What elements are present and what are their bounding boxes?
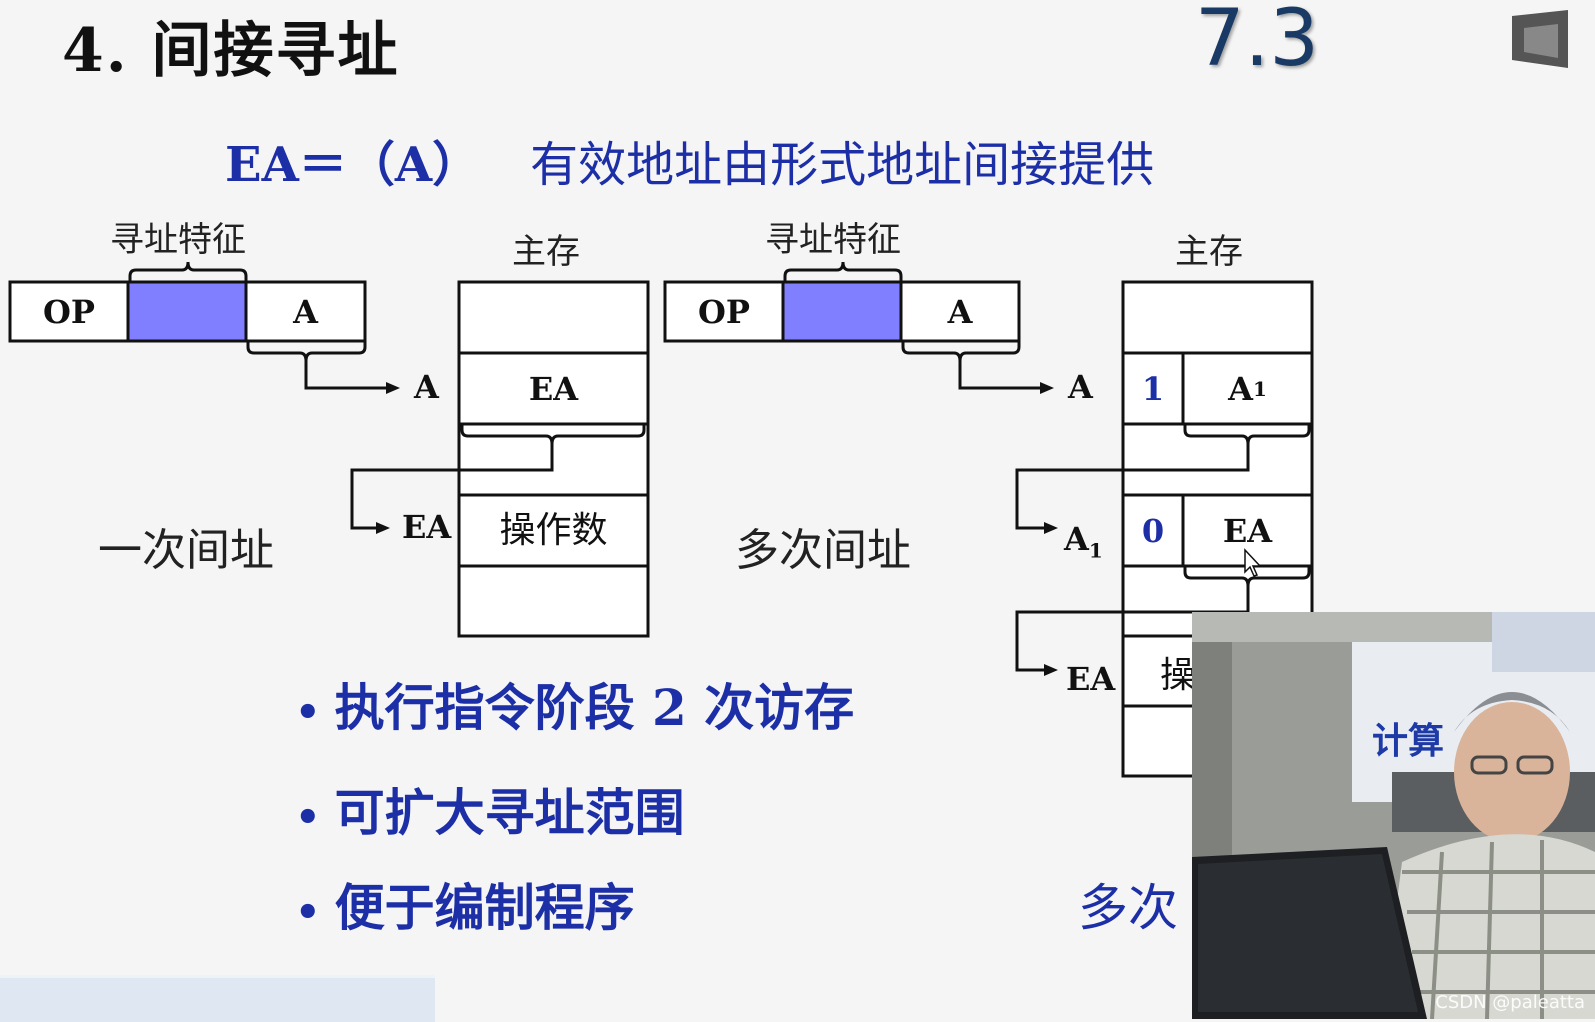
slide-nav-icon[interactable] [1510,8,1570,70]
left-op-text: OP [43,292,95,331]
page-title: 4. 间接寻址 [62,16,400,86]
bottom-strip [0,975,435,1022]
right-pointer-a1-sub: 1 [1088,538,1103,563]
left-feature-label: 寻址特征 [110,220,246,260]
right-feature-field [781,280,903,343]
left-arrow-a [304,360,392,390]
left-pointer-a: A [414,368,439,406]
lecturer-video[interactable]: 计算 CSDN @paleatta [1192,612,1595,1019]
right-arrow-a [958,360,1046,390]
bullet-text: 执行指令阶段 2 次访存 [334,678,855,737]
right-arrow-a1 [1015,444,1250,530]
right-pointer-a1-base: A [1064,520,1089,558]
left-arrow-ea [350,444,554,530]
formula-line: EA＝（A） 有效地址由形式地址间接提供 [225,125,1154,195]
formula-expression: EA＝（A） [225,137,481,193]
left-feature-brace [128,261,248,282]
left-cell-ea: EA [528,369,579,408]
right-memory-label: 主存 [1175,232,1243,272]
lecturer-video-frame [1192,612,1595,1019]
right-flag-1: 1 [1141,369,1165,408]
bullet-item: •可扩大寻址范围 [295,783,685,842]
formula-description: 有效地址由形式地址间接提供 [530,137,1155,193]
right-feature-brace [783,261,903,282]
right-op-text: OP [698,292,750,331]
left-caption: 一次间址 [98,525,274,576]
left-pointer-ea: EA [402,508,452,546]
section-number: 7.3 [1195,0,1320,84]
right-cell-operand-partial: 操 [1160,655,1197,696]
right-pointer-a1: A1 [1064,520,1103,562]
right-a-field [899,280,1021,343]
right-cell-a1-base: A [1228,369,1253,408]
bottom-partial-text: 多次 [1078,879,1178,937]
left-cell-operand: 操作数 [499,510,608,551]
right-cell-ea: EA [1222,511,1273,550]
right-flag-0: 0 [1141,511,1165,550]
left-a-brace [246,341,367,362]
bullet-item: •便于编制程序 [295,878,635,937]
watermark: CSDN @paleatta [1435,992,1585,1013]
right-arrow-ea [1015,586,1250,672]
mouse-cursor-icon [1244,548,1262,577]
bullet-item: •执行指令阶段 2 次访存 [295,678,855,737]
right-cell-a1-sub: 1 [1252,376,1267,401]
right-pointer-ea: EA [1066,660,1116,698]
video-banner-text: 计算 [1372,721,1445,762]
bullet-text: 可扩大寻址范围 [334,783,685,842]
left-feature-field [126,280,248,343]
left-a-field [244,280,367,343]
right-pointer-a: A [1068,368,1093,406]
bullet-text: 便于编制程序 [334,878,635,937]
left-memory-label: 主存 [512,232,580,272]
right-op-field [663,280,785,343]
left-a-text: A [293,292,318,331]
right-a-text: A [947,292,973,331]
right-feature-label: 寻址特征 [765,220,901,260]
right-a-brace [901,341,1021,362]
right-caption: 多次间址 [735,525,911,576]
